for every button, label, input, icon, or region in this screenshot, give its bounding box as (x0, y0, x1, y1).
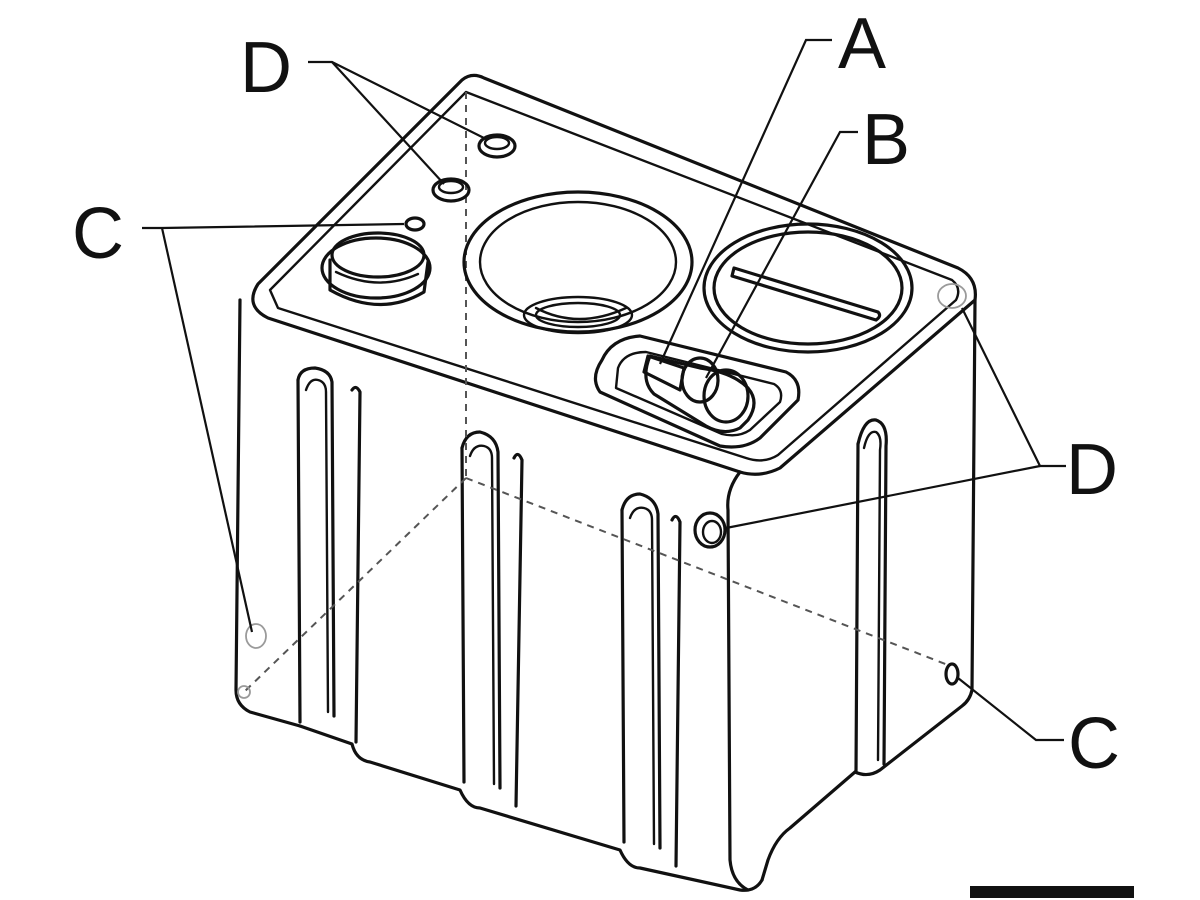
callout-d-top: D (240, 28, 292, 108)
inspection-opening (702, 222, 914, 354)
callout-c-left: C (72, 194, 124, 274)
leader-lines (142, 38, 1066, 742)
tank-body (234, 73, 977, 892)
vent-fitting (320, 231, 432, 307)
outlet-pocket (593, 334, 801, 449)
side-ribs (854, 418, 888, 774)
front-ribs (296, 366, 682, 868)
callout-c-right: C (1068, 704, 1120, 784)
scale-bar (970, 886, 1134, 898)
top-ports (404, 133, 517, 232)
callout-d-right: D (1066, 430, 1118, 510)
callout-a: A (838, 4, 886, 84)
callout-labels: A B C C D D (72, 4, 1120, 784)
hidden-edges (243, 92, 949, 693)
side-ports (237, 283, 967, 699)
callout-b: B (862, 100, 910, 180)
large-filler-opening (462, 190, 694, 335)
